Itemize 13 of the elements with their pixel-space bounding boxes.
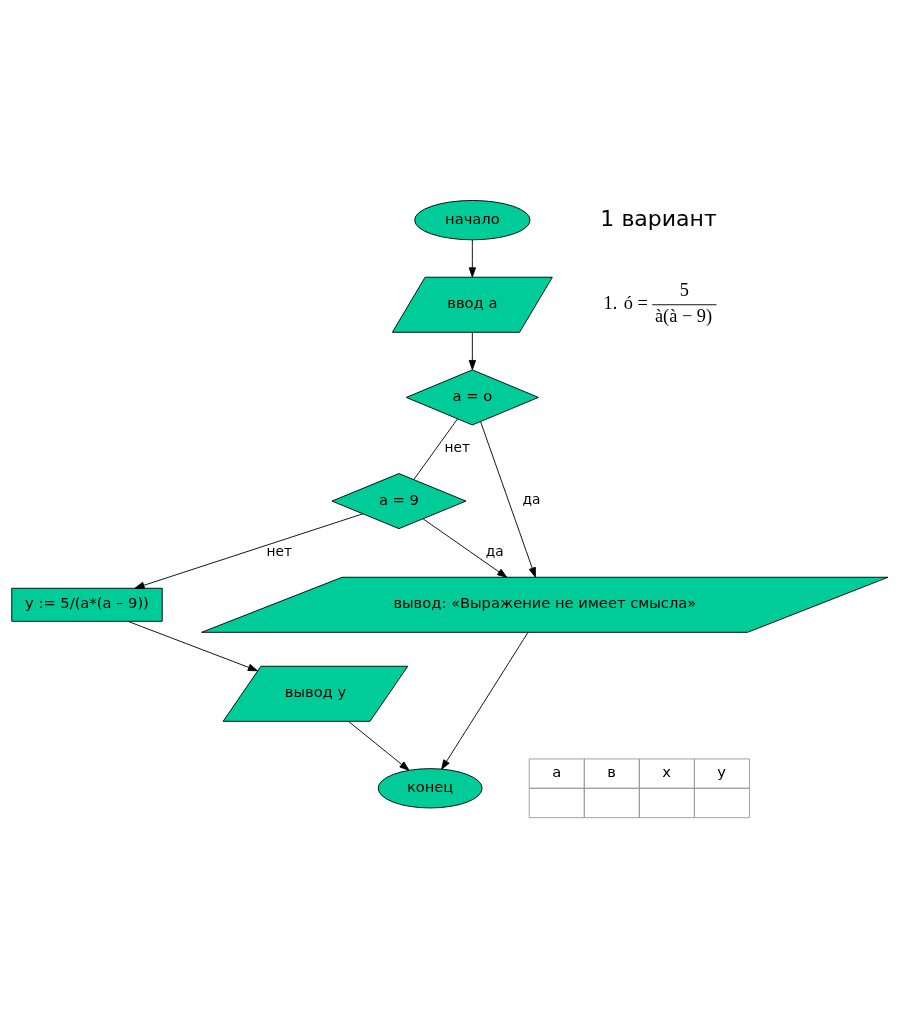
edge-label: да (485, 542, 504, 559)
label: x (662, 762, 671, 780)
label: 1 вариант (600, 205, 717, 231)
label: в (607, 762, 616, 780)
edge-label: нет (266, 542, 292, 559)
edge-label: да (522, 490, 541, 507)
label: ó = (623, 292, 648, 313)
label: à(à − 9) (654, 305, 713, 326)
label: 1. (603, 292, 618, 313)
label: 5 (679, 279, 689, 300)
label: y (717, 762, 727, 780)
edge-label: нет (444, 438, 470, 455)
label: а (552, 762, 562, 780)
